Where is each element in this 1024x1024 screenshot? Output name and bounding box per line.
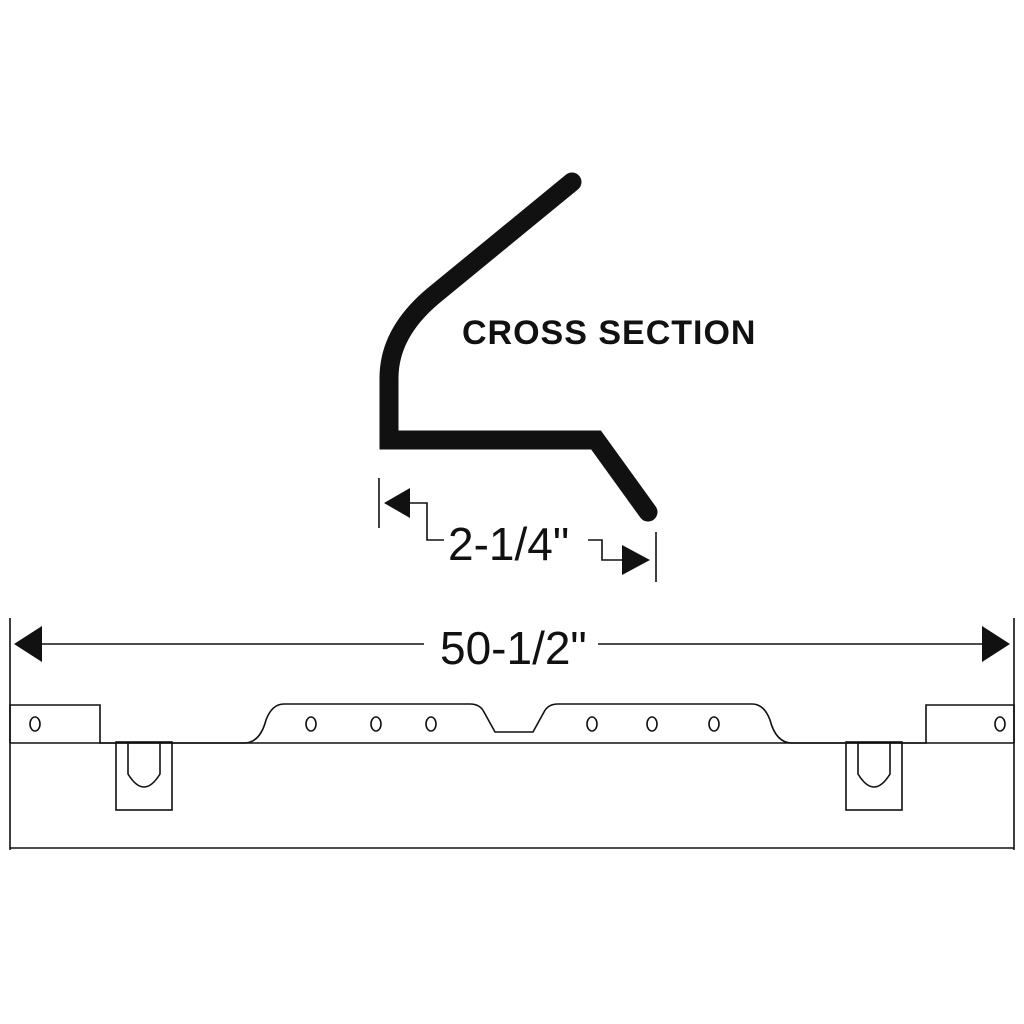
cross-section-title: CROSS SECTION: [462, 314, 756, 352]
cross-section-profile: [379, 172, 658, 522]
overall-length-label: 50-1/2": [440, 622, 587, 674]
overall-arrow-right: [982, 626, 1010, 662]
clip-bracket-left: [115, 741, 173, 811]
overall-arrow-left: [14, 626, 42, 662]
mounting-hole: [305, 716, 317, 732]
dimension-arrow-right: [622, 545, 650, 575]
mounting-hole: [370, 716, 382, 732]
mounting-hole: [708, 716, 720, 732]
clip-bracket-right: [845, 741, 903, 811]
cross-section-width-label: 2-1/4": [448, 518, 569, 570]
cross-section-dimension: 2-1/4": [378, 478, 657, 582]
overall-dimension: 50-1/2": [9, 618, 1015, 850]
mounting-hole: [425, 716, 437, 732]
mounting-hole: [646, 716, 658, 732]
dimension-arrow-left: [384, 488, 410, 518]
cross-section-group: CROSS SECTION: [379, 172, 756, 522]
mounting-hole: [586, 716, 598, 732]
strip-top-view: [9, 703, 1015, 849]
mounting-hole: [994, 716, 1006, 732]
strip-outline: [9, 703, 1015, 744]
dimension-leader-right: [588, 539, 622, 561]
dimension-leader-left: [410, 502, 444, 541]
mounting-hole: [29, 716, 41, 732]
